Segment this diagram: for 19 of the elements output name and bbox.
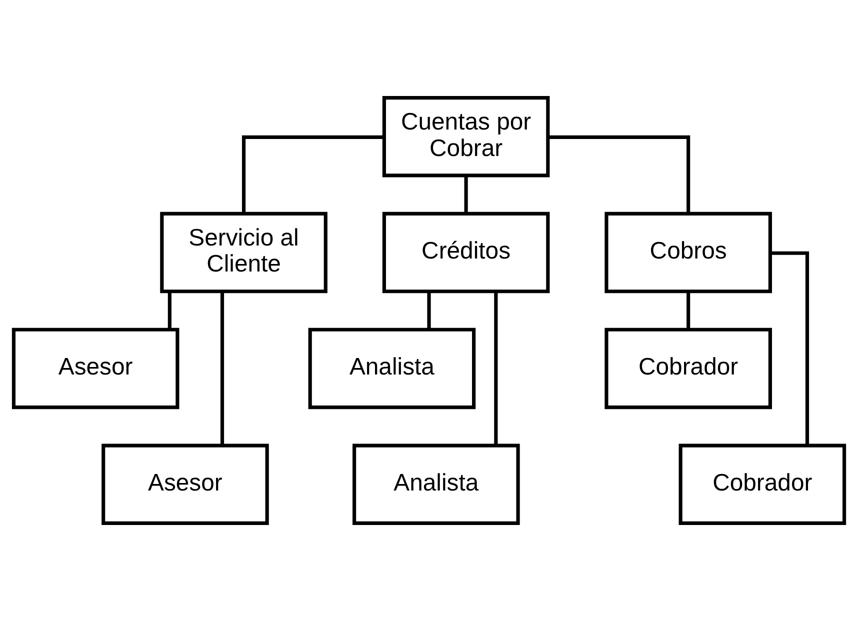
node-box: Cobros <box>604 212 772 294</box>
node-box: Analista <box>308 328 476 410</box>
connector <box>242 135 384 214</box>
node-box: Créditos <box>382 212 550 294</box>
node-box: Asesor <box>102 444 269 526</box>
node-box: Asesor <box>12 328 180 410</box>
connector <box>464 176 468 214</box>
connector <box>168 291 172 330</box>
connector <box>494 292 498 446</box>
connector <box>427 291 431 330</box>
node-box: Cobrador <box>604 328 772 410</box>
node-box: Cuentas por Cobrar <box>382 96 550 178</box>
connector <box>548 135 690 214</box>
connector <box>770 251 810 446</box>
node-box: Servicio al Cliente <box>160 212 328 294</box>
connector <box>686 291 690 330</box>
node-box: Analista <box>352 444 520 526</box>
node-box: Cobrador <box>678 444 846 526</box>
connector <box>220 292 224 446</box>
